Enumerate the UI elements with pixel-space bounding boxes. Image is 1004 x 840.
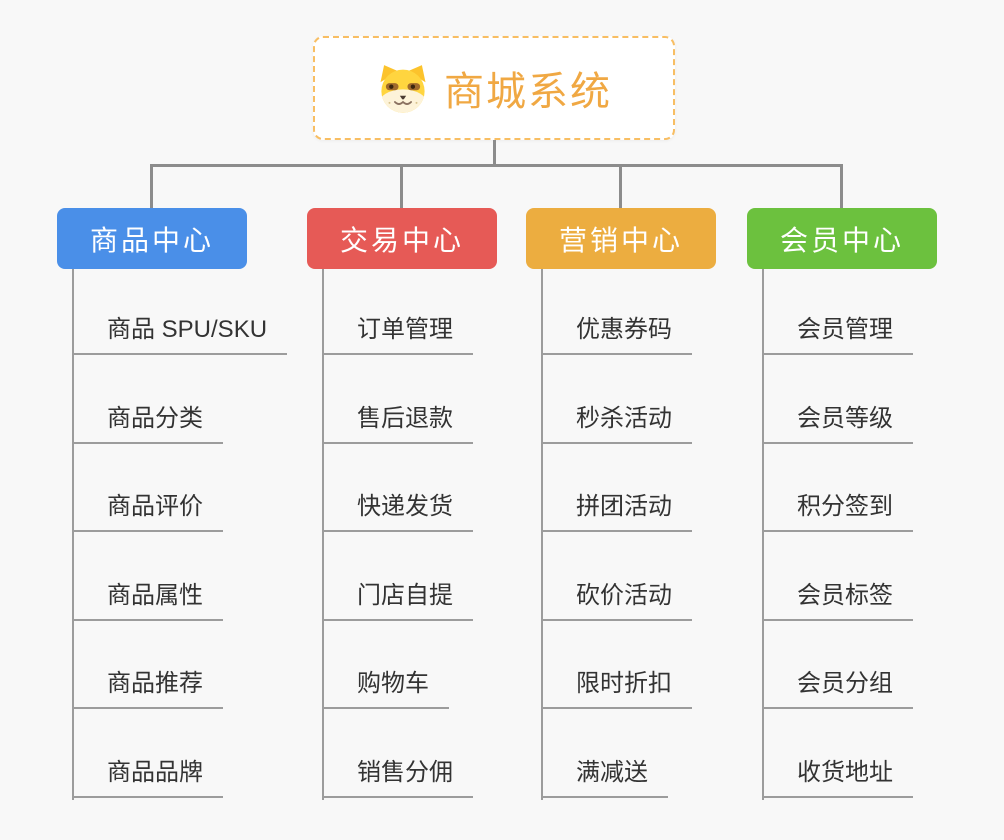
child-node[interactable]: 售后退款 xyxy=(322,404,473,444)
child-node[interactable]: 限时折扣 xyxy=(541,669,692,709)
child-node[interactable]: 商品属性 xyxy=(72,581,223,621)
branch-node-product-center[interactable]: 商品中心 xyxy=(57,208,247,269)
child-node[interactable]: 满减送 xyxy=(541,758,668,798)
child-node[interactable]: 商品品牌 xyxy=(72,758,223,798)
child-node[interactable]: 商品推荐 xyxy=(72,669,223,709)
branch-children-member-center: 会员管理 会员等级 积分签到 会员标签 会员分组 收货地址 xyxy=(762,269,1004,803)
child-node[interactable]: 优惠券码 xyxy=(541,315,692,355)
child-node[interactable]: 秒杀活动 xyxy=(541,404,692,444)
child-node[interactable]: 拼团活动 xyxy=(541,492,692,532)
connector-horizontal xyxy=(150,164,843,167)
dog-face-icon xyxy=(376,64,430,113)
branch-node-trade-center[interactable]: 交易中心 xyxy=(307,208,497,269)
branch-children-trade-center: 订单管理 售后退款 快递发货 门店自提 购物车 销售分佣 xyxy=(322,269,572,803)
child-node[interactable]: 收货地址 xyxy=(762,758,913,798)
branch-children-product-center: 商品 SPU/SKU 商品分类 商品评价 商品属性 商品推荐 商品品牌 xyxy=(72,269,322,803)
connector-drop xyxy=(400,164,403,209)
child-node[interactable]: 商品 SPU/SKU xyxy=(72,315,288,355)
child-node[interactable]: 快递发货 xyxy=(322,492,473,532)
child-node[interactable]: 购物车 xyxy=(322,669,449,709)
connector-drop xyxy=(150,164,153,209)
child-node[interactable]: 会员等级 xyxy=(762,404,913,444)
child-node[interactable]: 积分签到 xyxy=(762,492,913,532)
child-node[interactable]: 订单管理 xyxy=(322,315,473,355)
child-node[interactable]: 门店自提 xyxy=(322,581,473,621)
child-node[interactable]: 商品分类 xyxy=(72,404,223,444)
root-node[interactable]: 商城系统 xyxy=(313,36,675,140)
branch-node-member-center[interactable]: 会员中心 xyxy=(747,208,937,269)
connector-root-stub xyxy=(493,140,496,167)
child-node[interactable]: 商品评价 xyxy=(72,492,223,532)
child-node[interactable]: 销售分佣 xyxy=(322,758,473,798)
connector-drop xyxy=(619,164,622,209)
root-title: 商城系统 xyxy=(444,70,612,114)
child-node[interactable]: 会员管理 xyxy=(762,315,913,355)
connector-drop xyxy=(840,164,843,209)
branch-children-marketing-center: 优惠券码 秒杀活动 拼团活动 砍价活动 限时折扣 满减送 xyxy=(541,269,791,803)
branch-node-marketing-center[interactable]: 营销中心 xyxy=(526,208,716,269)
child-node[interactable]: 砍价活动 xyxy=(541,581,692,621)
child-node[interactable]: 会员标签 xyxy=(762,581,913,621)
child-node[interactable]: 会员分组 xyxy=(762,669,913,709)
